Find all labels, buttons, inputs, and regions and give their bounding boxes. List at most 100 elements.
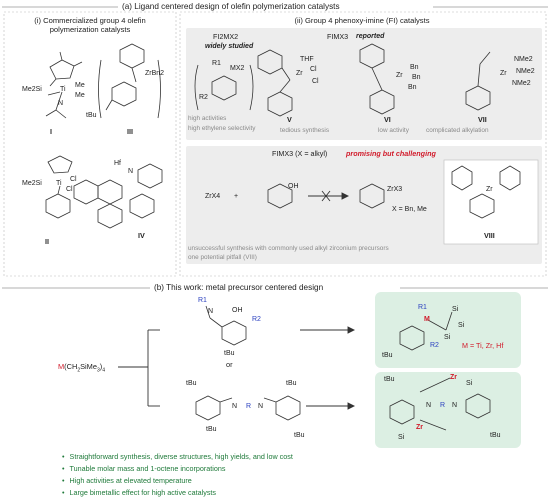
- label-hf: Hf: [114, 160, 121, 167]
- label-tbu-1: tBu: [86, 112, 97, 119]
- compound-I: I: [50, 127, 52, 136]
- ligand-r2: R2: [252, 316, 261, 323]
- prod-si-3: Si: [444, 334, 451, 341]
- label-cl-v1: Cl: [310, 66, 317, 73]
- label-bn-2: Bn: [412, 74, 421, 81]
- label-n-iv: N: [128, 168, 134, 175]
- compound-III: III: [127, 127, 133, 136]
- x-definition: X = Bn, Me: [392, 206, 427, 213]
- prod-r2: R2: [430, 342, 439, 349]
- or-text: or: [226, 360, 233, 369]
- compound-VII: VII: [478, 115, 487, 124]
- compound-VIII: VIII: [484, 231, 495, 240]
- label-nme2-3: NMe2: [512, 80, 531, 87]
- label-r1: R1: [212, 60, 221, 67]
- note-bottom-1: unsuccessful synthesis with commonly use…: [188, 245, 389, 252]
- compound-IV: IV: [138, 231, 145, 240]
- fimx3-formula: FIMX3: [327, 32, 349, 41]
- label-cl-2: Cl: [66, 186, 73, 193]
- bis-n-2: N: [258, 403, 264, 410]
- label-cl-1: Cl: [70, 176, 77, 183]
- note-left-1: high activities: [188, 115, 227, 122]
- benefit-item: •Straightforward synthesis, diverse stru…: [62, 452, 293, 461]
- bi-zr-1: Zr: [450, 374, 457, 381]
- reactant-zrx4: ZrX4: [205, 193, 221, 200]
- fi-general-formula: FI2MX2: [213, 32, 239, 41]
- label-me-1: Me: [75, 82, 85, 89]
- fimx3-alkyl-note: promising but challenging: [346, 149, 436, 158]
- note-mid-1: tedious synthesis: [280, 127, 330, 134]
- bi-tbu-1: tBu: [384, 376, 395, 383]
- label-zrbn2: ZrBn2: [145, 70, 165, 77]
- ligand-oh: OH: [232, 307, 243, 314]
- section-a-title: (a) Ligand centered design of olefin pol…: [122, 2, 340, 11]
- fimx3-note: reported: [356, 33, 385, 40]
- metal-definition: M = Ti, Zr, Hf: [462, 341, 504, 350]
- label-zrx3: ZrX3: [387, 186, 403, 193]
- label-me2si: Me2Si: [22, 86, 42, 93]
- benefits-list: •Straightforward synthesis, diverse stru…: [62, 452, 293, 500]
- bi-zr-2: Zr: [416, 424, 423, 431]
- label-me-2: Me: [75, 92, 85, 99]
- compound-II: II: [45, 237, 49, 246]
- bi-tbu-2: tBu: [490, 432, 501, 439]
- fi-grey-box-top: [186, 28, 542, 140]
- panel-i-title: (i) Commercialized group 4 olefin polyme…: [34, 16, 146, 34]
- label-nme2-2: NMe2: [516, 68, 535, 75]
- label-nme2-1: NMe2: [514, 56, 533, 63]
- prod-tbu: tBu: [382, 352, 393, 359]
- cp-ring-I: [49, 59, 75, 80]
- prod-si-1: Si: [452, 306, 459, 313]
- ligand-r1: R1: [198, 297, 207, 304]
- benefit-item: •Large bimetallic effect for high active…: [62, 488, 217, 497]
- label-zr-v: Zr: [296, 70, 303, 77]
- panel-ii-frame: [179, 11, 547, 277]
- bis-tbu-2: tBu: [286, 380, 297, 387]
- note-mid-2: low activity: [378, 127, 409, 134]
- compound-V: V: [287, 115, 292, 124]
- label-mx2: MX2: [230, 65, 245, 72]
- bi-n-1: N: [426, 402, 432, 409]
- prod-m: M: [424, 316, 430, 323]
- benefit-item: •High activities at elevated temperature: [62, 476, 192, 485]
- bi-si-2: Si: [398, 434, 405, 441]
- precursor: M(CH2SiMe3)4: [58, 362, 105, 374]
- panel-ii-title: (ii) Group 4 phenoxy-imine (FI) catalyst…: [294, 16, 430, 25]
- bis-n-1: N: [232, 403, 238, 410]
- label-thf: THF: [300, 56, 314, 63]
- fimx3-alkyl-formula: FIMX3 (X = alkyl): [272, 149, 328, 158]
- note-bottom-2: one potential pitfall (VIII): [188, 254, 257, 261]
- compound-VI: VI: [384, 115, 391, 124]
- label-zr-vi: Zr: [396, 72, 403, 79]
- label-bn-1: Bn: [410, 64, 419, 71]
- section-b-title: (b) This work: metal precursor centered …: [154, 283, 324, 292]
- label-bn-3: Bn: [408, 84, 417, 91]
- ligand-tbu: tBu: [224, 350, 235, 357]
- note-left-2: high ethylene selectivity: [188, 125, 256, 132]
- bis-tbu-4: tBu: [294, 432, 305, 439]
- ligand-n: N: [208, 308, 214, 315]
- bis-tbu-1: tBu: [186, 380, 197, 387]
- panel-i-frame: [3, 11, 177, 277]
- prod-r1: R1: [418, 304, 427, 311]
- label-ti-2: Ti: [56, 180, 62, 187]
- bi-n-2: N: [452, 402, 458, 409]
- label-cl-v2: Cl: [312, 78, 319, 85]
- product-box-mono: [375, 292, 521, 368]
- note-mid-3: complicated alkylation: [426, 127, 489, 134]
- reaction-plus: +: [234, 193, 239, 200]
- label-zr-viii: Zr: [486, 186, 493, 193]
- prod-si-2: Si: [458, 322, 465, 329]
- label-n: N: [58, 100, 64, 107]
- label-r2: R2: [199, 94, 208, 101]
- bis-r: R: [246, 403, 252, 410]
- benefit-item: •Tunable molar mass and 1-octene incorpo…: [62, 464, 226, 473]
- product-box-bi: [375, 372, 521, 448]
- fi-general-note: widely studied: [205, 43, 254, 50]
- label-oh: OH: [288, 183, 299, 190]
- label-me2si-2: Me2Si: [22, 180, 42, 187]
- bi-r: R: [440, 402, 446, 409]
- label-ti: Ti: [60, 86, 66, 93]
- label-zr-vii: Zr: [500, 70, 507, 77]
